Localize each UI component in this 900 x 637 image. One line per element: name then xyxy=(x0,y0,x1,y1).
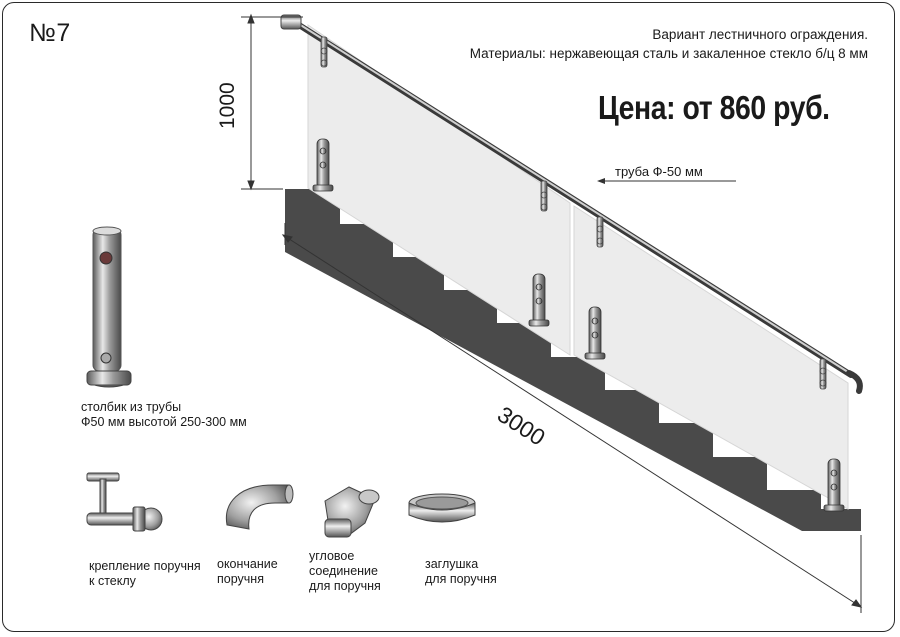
corner-joint-part-label-line-3: для поручня xyxy=(309,579,381,593)
handrail-end-part-image xyxy=(225,484,294,530)
end-cap-part-label-line-1: заглушка xyxy=(425,557,479,571)
handrail-end-part-label-line-2: поручня xyxy=(217,572,264,586)
glass-bracket-part-label-line-1: крепление поручня xyxy=(89,559,201,573)
stair-railing-drawing xyxy=(86,13,863,613)
post-part-label: столбик из трубы Ф50 мм высотой 250-300 … xyxy=(81,400,247,430)
end-cap-part-image xyxy=(408,493,476,523)
staircase xyxy=(285,189,861,531)
header-line-1: Вариант лестничного ограждения. xyxy=(652,27,868,42)
glass-bracket-part-label-line-2: к стеклу xyxy=(89,574,136,588)
corner-joint-part-label: угловое соединение для поручня xyxy=(309,549,381,594)
post-part-label-line-2: Ф50 мм высотой 250-300 мм xyxy=(81,415,247,429)
handrail-end xyxy=(846,370,863,394)
height-dimension xyxy=(241,13,303,191)
post-part-label-line-1: столбик из трубы xyxy=(81,400,182,414)
corner-joint-part-image xyxy=(324,486,380,538)
height-value: 1000 xyxy=(216,82,239,129)
header-description: Вариант лестничного ограждения. Материал… xyxy=(348,25,868,63)
corner-joint-part-label-line-1: угловое xyxy=(309,549,355,563)
glass-posts xyxy=(312,138,845,512)
header-line-2: Материалы: нержавеющая сталь и закаленно… xyxy=(469,46,868,61)
glass-bracket-part-image xyxy=(86,472,163,532)
end-cap-part-label: заглушка для поручня xyxy=(425,557,497,587)
glass-bracket-part-label: крепление поручня к стеклу xyxy=(89,559,201,589)
handrail-end-cap xyxy=(280,14,302,30)
diagram-number: №7 xyxy=(29,19,71,47)
pipe-label: труба Ф-50 мм xyxy=(615,164,703,179)
corner-joint-part-label-line-2: соединение xyxy=(309,564,378,578)
post-part-image xyxy=(86,226,132,388)
end-cap-part-label-line-2: для поручня xyxy=(425,572,497,586)
glass-panel-right xyxy=(573,205,849,510)
handrail-end-part-label: окончание поручня xyxy=(217,557,278,587)
length-dimension xyxy=(281,223,863,613)
handrail-brackets xyxy=(320,36,827,390)
handrail-end-part-label-line-1: окончание xyxy=(217,557,278,571)
price-label: Цена: от 860 руб. xyxy=(598,89,830,126)
